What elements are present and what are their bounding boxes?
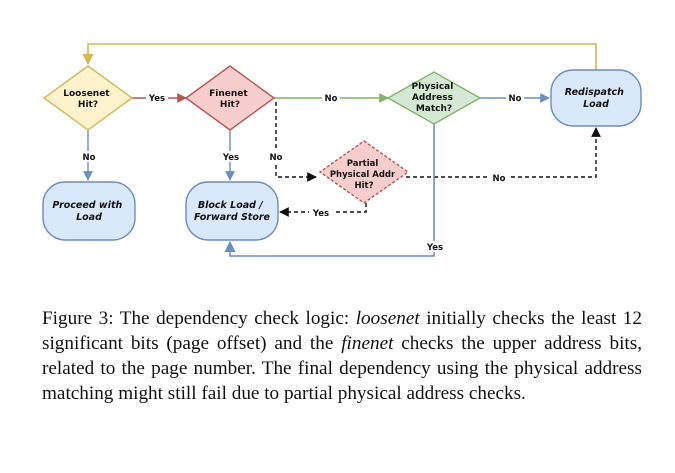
svg-text:No: No <box>83 153 96 163</box>
caption-mid: initially checks the least 12 significan… <box>42 308 642 354</box>
edge-redispatch-to-loosenet <box>82 43 597 70</box>
edge-label-finenet-block: Yes <box>220 151 242 163</box>
finenet-label-line1: Finenet <box>209 89 248 99</box>
svg-text:No: No <box>509 94 522 104</box>
edge-label-loosenet-finenet: Yes <box>146 92 168 104</box>
svg-text:Finenet Hit?: Finenet Hit? <box>209 89 251 110</box>
svg-text:Yes: Yes <box>148 94 165 104</box>
physical-label-line1: Physical <box>412 82 454 92</box>
svg-text:Block Load / Forward Sto: Block Load / Forward Store <box>194 200 271 223</box>
loosenet-label-line2: Hit? <box>78 100 98 110</box>
finenet-label-line2: Hit? <box>220 100 240 110</box>
caption-suffix: checks the upper address bits, related t… <box>42 332 643 404</box>
proceed-label-line1: Proceed with <box>52 200 122 211</box>
physical-label-line3: Match? <box>416 104 452 114</box>
block-label-line2: Forward Store <box>194 212 271 223</box>
svg-text:Yes: Yes <box>312 209 329 219</box>
svg-text:Yes: Yes <box>222 153 239 163</box>
svg-text:Physical Address M: Physical Address Match? <box>412 82 457 114</box>
svg-text:No: No <box>493 174 506 184</box>
edge-partial-to-block <box>279 196 367 217</box>
partial-label-line2: Physical Addr <box>330 170 396 180</box>
svg-text:Yes: Yes <box>426 243 443 253</box>
partial-physical-addr-decision: Partial Physical Addr Hit? <box>318 140 410 204</box>
redispatch-label-line2: Load <box>583 99 609 110</box>
edge-label-physical-block: Yes <box>424 241 446 253</box>
svg-text:No: No <box>325 94 338 104</box>
redispatch-label-line1: Redispatch <box>565 87 624 98</box>
proceed-label-line2: Load <box>76 212 102 223</box>
figure-caption: Figure 3: The dependency check logic: lo… <box>42 307 642 406</box>
caption-term-finenet: finenet <box>341 332 394 354</box>
edge-label-finenet-partial: No <box>267 151 285 163</box>
loosenet-decision: Loosenet Hit? <box>42 65 134 131</box>
caption-prefix: Figure 3: The dependency check logic: <box>42 308 356 330</box>
edge-finenet-to-partial <box>275 102 317 182</box>
edge-physical-to-block <box>224 124 435 257</box>
block-load-forward-store-node: Block Load / Forward Store <box>185 181 279 241</box>
svg-text:Partial Physical Addr: Partial Physical Addr Hit? <box>330 159 398 191</box>
svg-text:Loosenet Hit?: Loosenet Hit? <box>63 89 113 110</box>
edge-label-finenet-physical: No <box>322 92 340 104</box>
edge-label-physical-redispatch: No <box>506 92 524 104</box>
edge-label-loosenet-proceed: No <box>80 151 98 163</box>
caption-term-loosenet: loosenet <box>355 308 420 330</box>
partial-label-line1: Partial <box>347 159 379 169</box>
finenet-decision: Finenet Hit? <box>184 65 276 131</box>
proceed-with-load-node: Proceed with Load <box>42 181 136 241</box>
redispatch-load-node: Redispatch Load <box>550 69 642 127</box>
edge-label-partial-redispatch: No <box>490 172 508 184</box>
svg-text:Proceed with Load: Proceed with Load <box>52 200 125 223</box>
svg-text:No: No <box>270 153 283 163</box>
physical-address-match-decision: Physical Address Match? <box>386 71 482 125</box>
loosenet-label-line1: Loosenet <box>63 89 110 99</box>
block-label-line1: Block Load / <box>198 200 264 211</box>
physical-label-line2: Address <box>412 93 453 103</box>
edge-partial-to-redispatch <box>406 127 601 178</box>
dependency-check-flowchart: Yes No No No Yes No No Yes Yes Loosenet … <box>42 43 642 257</box>
edge-label-partial-block: Yes <box>309 207 333 219</box>
partial-label-line3: Hit? <box>354 181 373 191</box>
svg-text:Redispatch Load: Redispatch Load <box>565 87 627 110</box>
